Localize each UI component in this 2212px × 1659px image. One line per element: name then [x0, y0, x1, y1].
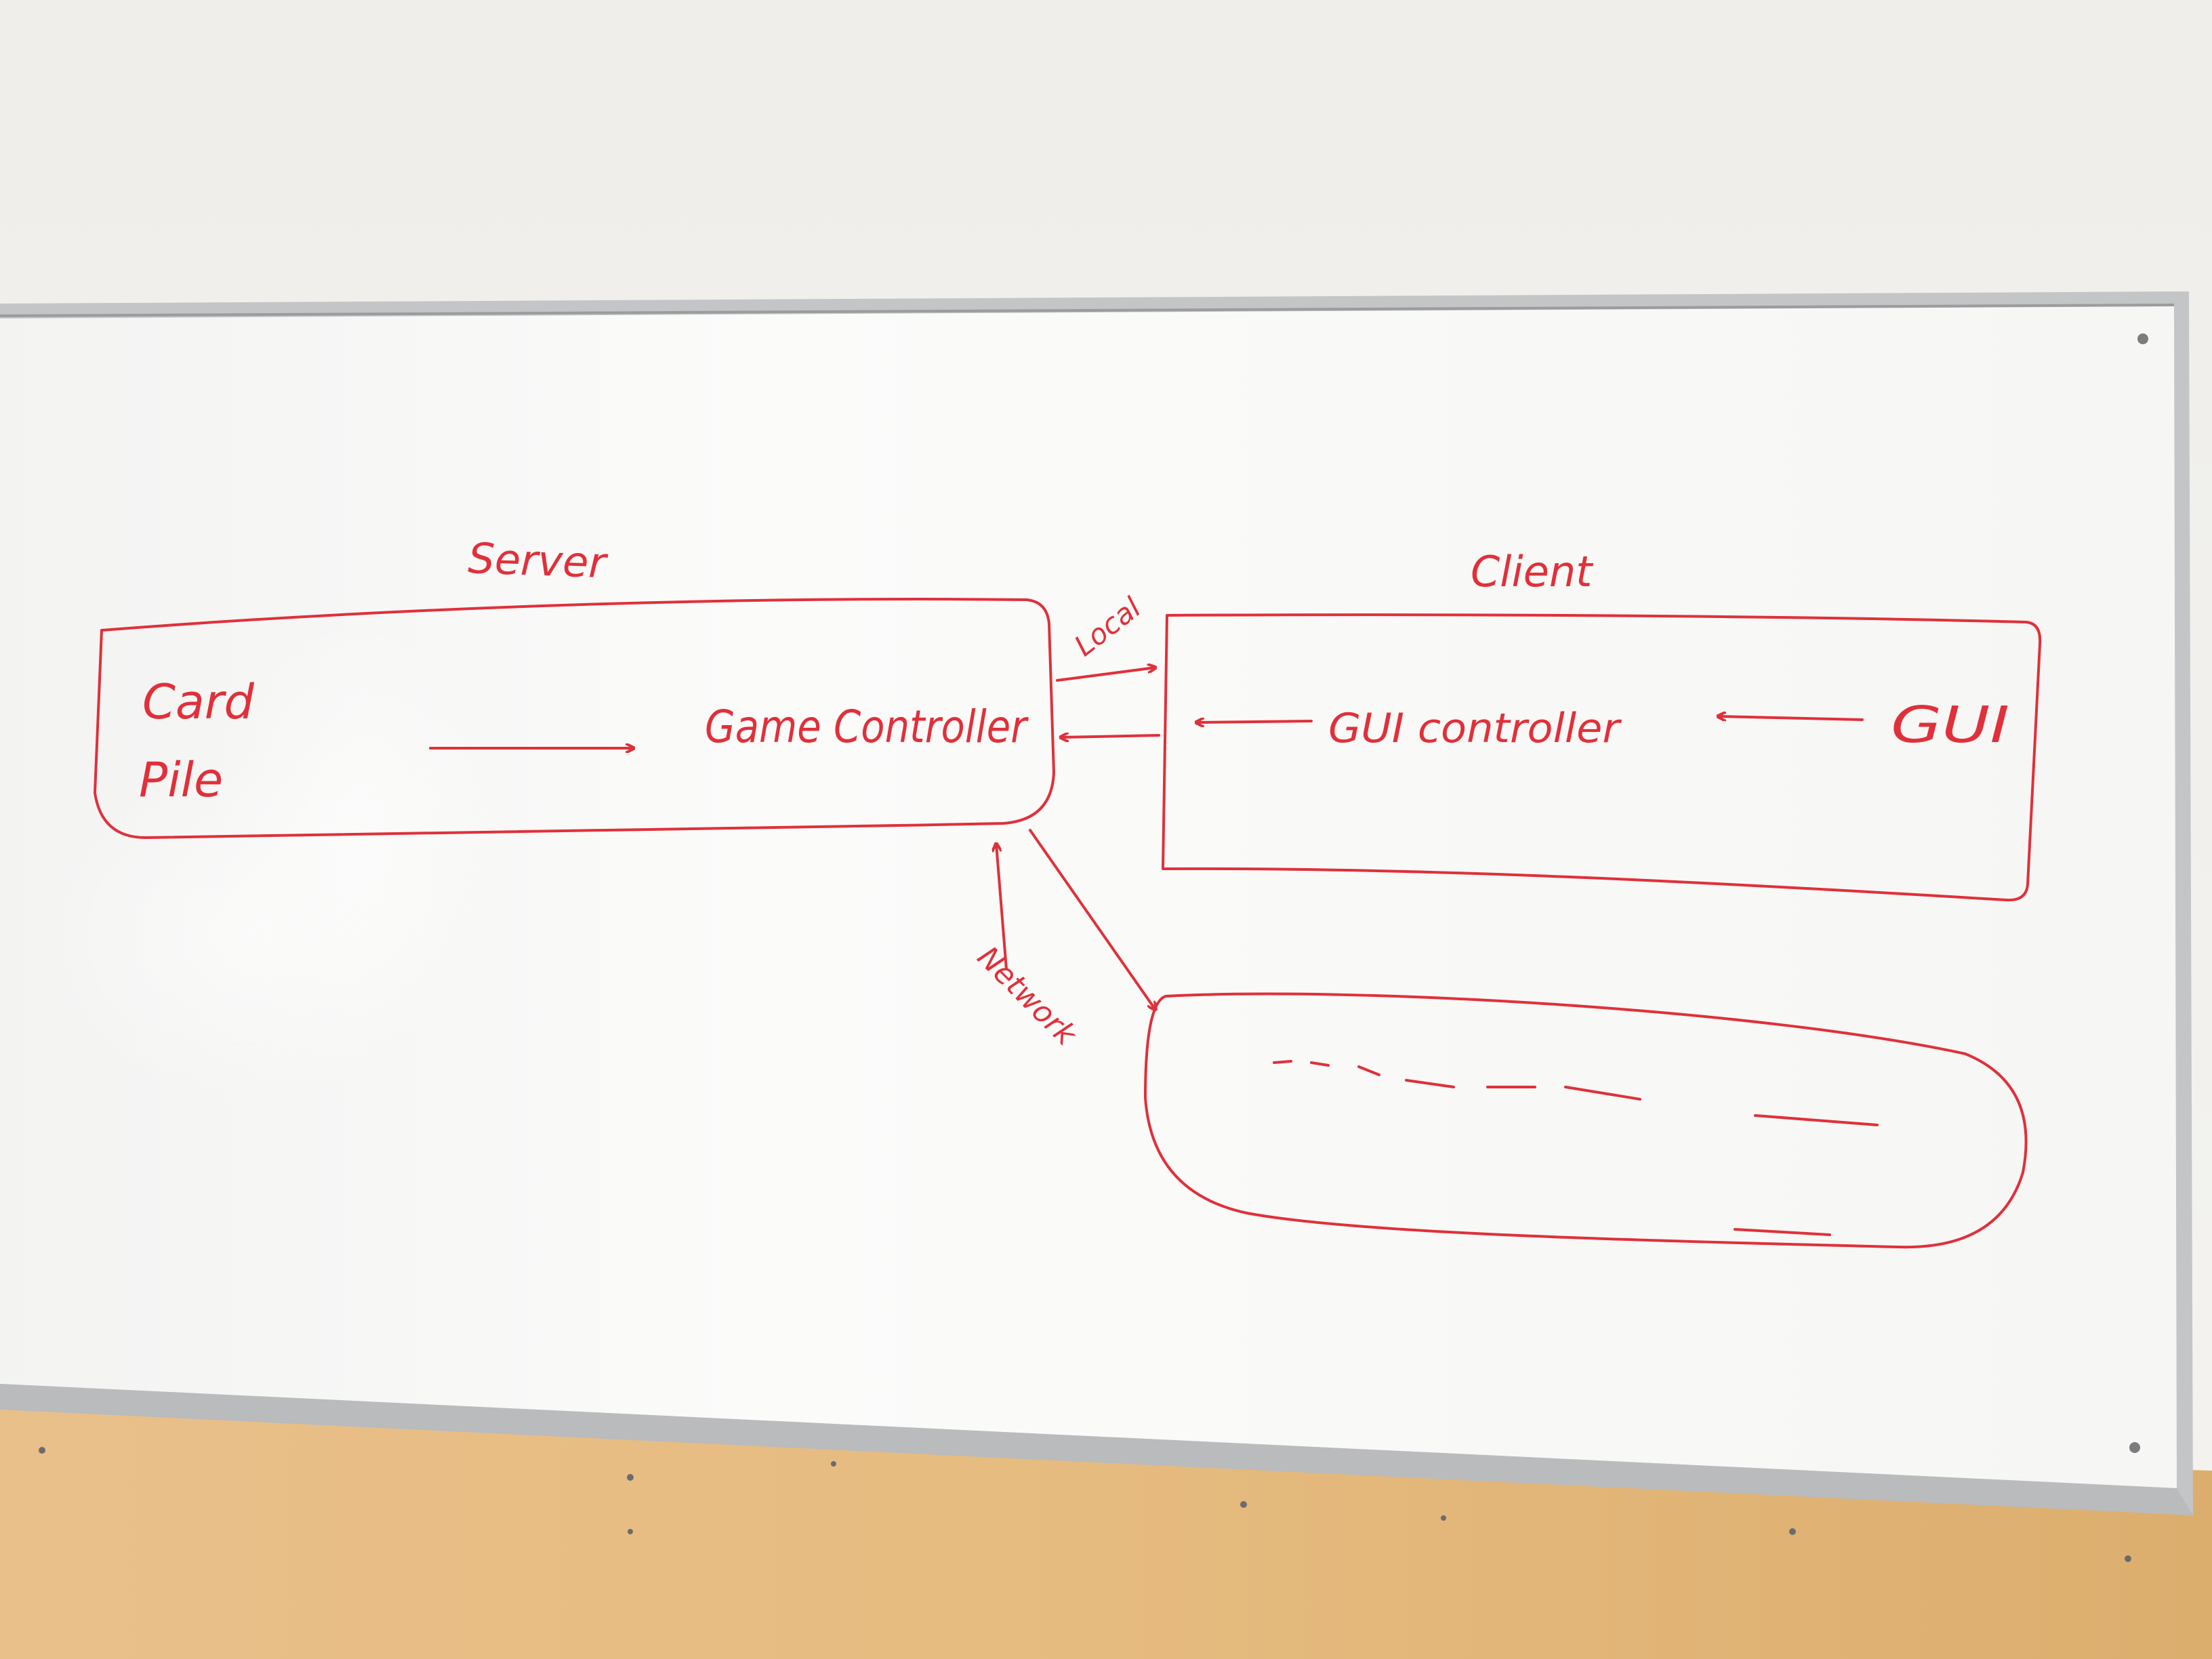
gui-label: GUI	[1891, 696, 2009, 754]
arrow-gui-to-guicontroller	[1718, 716, 1864, 720]
glare	[27, 603, 501, 1111]
wood-screws	[39, 1447, 2131, 1562]
arrow-local-to-client	[1056, 668, 1155, 682]
ellipse-dashes	[1273, 1060, 1879, 1236]
arrow-local-to-server	[1061, 735, 1160, 737]
board-top-edge	[0, 304, 2175, 317]
board-screws	[2129, 333, 2148, 1453]
card-pile-label-line2: Pile	[139, 752, 223, 808]
whiteboard-surface	[0, 306, 2177, 1488]
client-label: Client	[1471, 547, 1594, 596]
arrow-guicontroller-to-client-edge	[1196, 721, 1313, 722]
arrow-network-to-ellipse	[1029, 829, 1155, 1010]
diagram	[94, 598, 2042, 1249]
game-controller-label: Game Controller	[705, 701, 1029, 753]
arrow-network-to-server	[996, 844, 1008, 970]
gui-controller-label: GUI controller	[1328, 705, 1622, 752]
marker-tray	[0, 1384, 2193, 1515]
server-label: Server	[467, 533, 609, 588]
client-box	[1162, 613, 2042, 902]
unlabeled-ellipse	[1144, 992, 2028, 1249]
server-box	[94, 598, 1055, 839]
card-pile-label-line1: Card	[142, 674, 255, 730]
